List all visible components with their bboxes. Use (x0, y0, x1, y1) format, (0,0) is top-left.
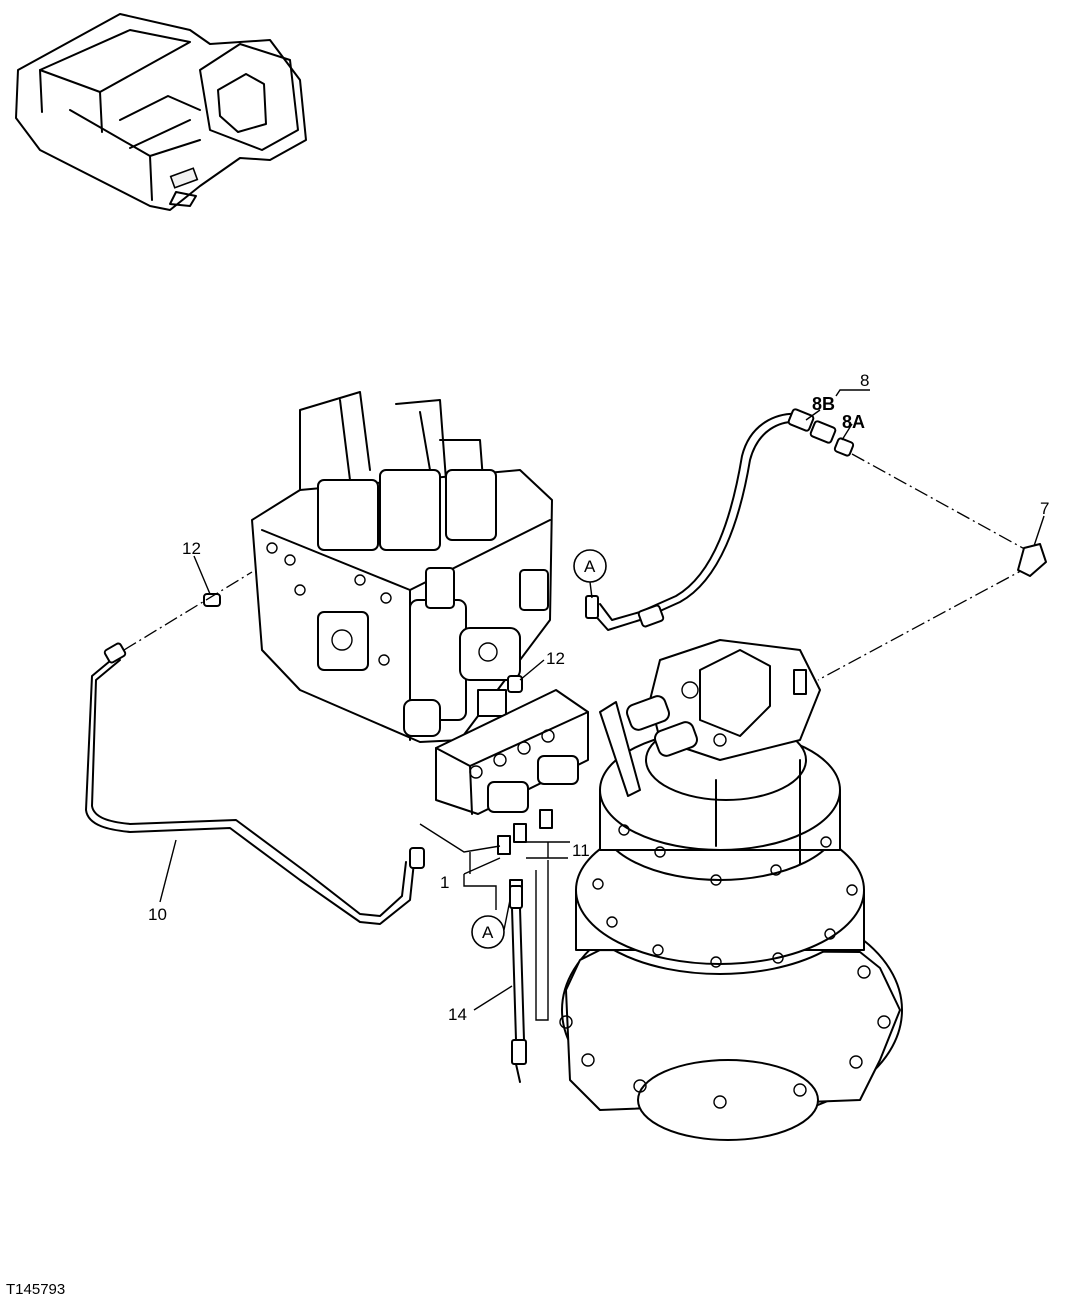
callout-8a: 8A (842, 412, 865, 432)
control-valve (251, 391, 553, 743)
leader-12-left (193, 555, 211, 595)
tube-14 (509, 885, 527, 1083)
leader-14 (473, 985, 513, 1011)
reference-label-a-bottom: A (482, 923, 494, 942)
callout-14: 14 (448, 1005, 467, 1024)
centerline-8a-7 (851, 453, 1031, 553)
reference-label-a-top: A (584, 557, 596, 576)
bracket-14 (535, 860, 549, 1021)
callout-8b: 8B (812, 394, 835, 414)
leader-8a (841, 423, 853, 441)
manifold-block (435, 689, 589, 899)
callout-7: 7 (1040, 499, 1049, 518)
centerline-10-12 (123, 571, 253, 651)
leader-10 (159, 839, 177, 903)
callout-12-left: 12 (182, 539, 201, 558)
fitting-12-right (507, 675, 523, 693)
leader-7 (1033, 515, 1045, 547)
callout-8: 8 (860, 371, 869, 390)
swing-motor-gearbox (559, 639, 903, 1141)
bracket-1-A (463, 874, 497, 910)
elbow-fitting-7 (1017, 543, 1047, 577)
hose-8 (585, 408, 855, 631)
bracket-11 (520, 841, 570, 859)
callout-10: 10 (148, 905, 167, 924)
figure-id: T145793 (6, 1281, 65, 1298)
leader-a-bottom (503, 899, 511, 931)
reference-circle-a-top: A (573, 549, 607, 583)
callout-11: 11 (572, 841, 590, 860)
machine-locator-view (15, 13, 307, 211)
leader-8b (805, 409, 821, 421)
fitting-12-left (203, 593, 221, 607)
callout-1: 1 (440, 873, 449, 892)
leader-a-top (589, 581, 593, 599)
bracket-8 (835, 389, 870, 397)
bracket-1 (419, 823, 501, 875)
centerline-7-motor (817, 565, 1031, 681)
callout-12-right: 12 (546, 649, 565, 668)
tube-10 (85, 642, 425, 925)
leader-12-right (519, 659, 545, 681)
reference-circle-a-bottom: A (471, 915, 505, 949)
